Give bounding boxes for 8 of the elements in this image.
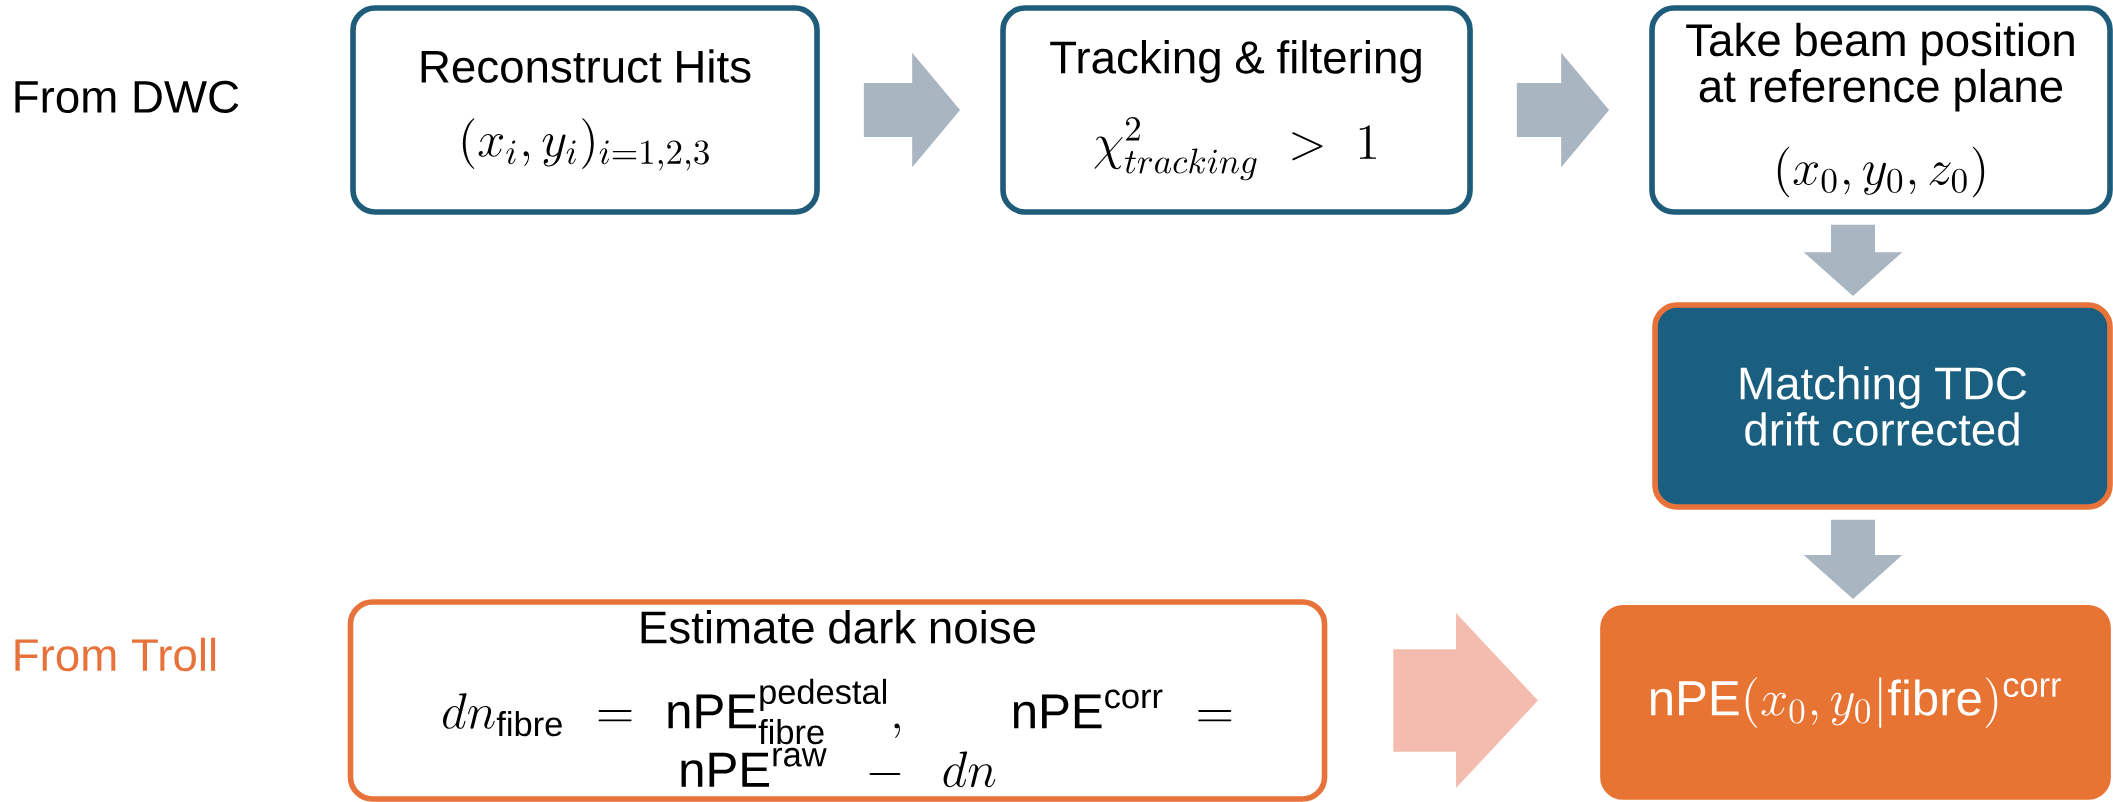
- side-label: From Troll: [15, 637, 216, 672]
- process-box: Estimate dark noise $dn_{\mathrm{fibre}} = \mathrm{nPE}^{\mathrm{pedestal}}_{\mathrm{fibre}}, \qquad \mathrm{nPE}^{\mathrm{corr}} = \mathrm{nPE}^{\mathrm{raw}} - dn$: [347, 599, 1328, 802]
- process-box: Matching TDC drift corrected: [1652, 302, 2113, 510]
- result-box: $\mathrm{nPE}(x_0, y_0|\mathrm{fibre})^{\mathrm{corr}}$: [1600, 605, 2111, 800]
- process-box: Tracking & filtering $\chi^2_{tracking} > 1$: [1000, 5, 1473, 215]
- process-box: Reconstruct Hits $(x_i, y_i)_{i=1,2,3}$: [350, 5, 820, 215]
- process-box: Take beam position at reference plane $(x_0, y_0, z_0)$: [1649, 5, 2113, 215]
- side-label: From DWC: [15, 80, 239, 114]
